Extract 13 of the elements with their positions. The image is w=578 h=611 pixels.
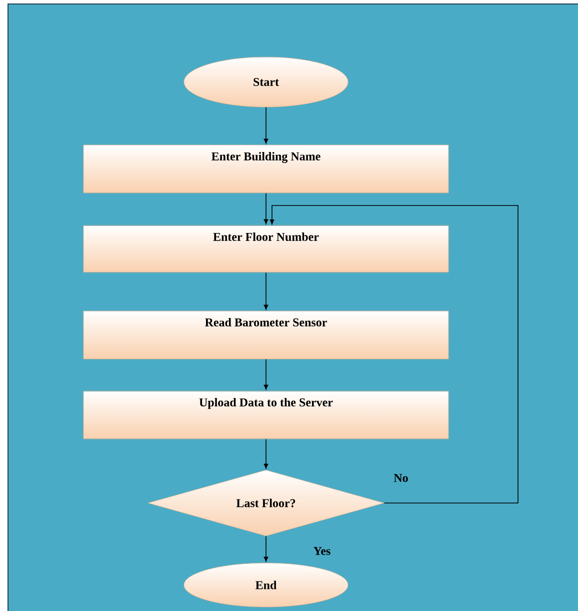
arrow bbox=[264, 106, 268, 144]
arrow bbox=[264, 272, 268, 310]
process-box: Enter Floor Number bbox=[83, 225, 449, 273]
edge-label: No bbox=[392, 473, 410, 483]
arrow bbox=[264, 536, 268, 562]
process-box: Read Barometer Sensor bbox=[83, 310, 449, 360]
arrow bbox=[270, 205, 518, 504]
process-box: Enter Building Name bbox=[83, 144, 449, 194]
process-box: Upload Data to the Server bbox=[83, 390, 449, 440]
arrow bbox=[264, 192, 268, 224]
arrow bbox=[264, 438, 268, 469]
arrow bbox=[264, 358, 268, 390]
edge-label: Yes bbox=[312, 546, 332, 556]
